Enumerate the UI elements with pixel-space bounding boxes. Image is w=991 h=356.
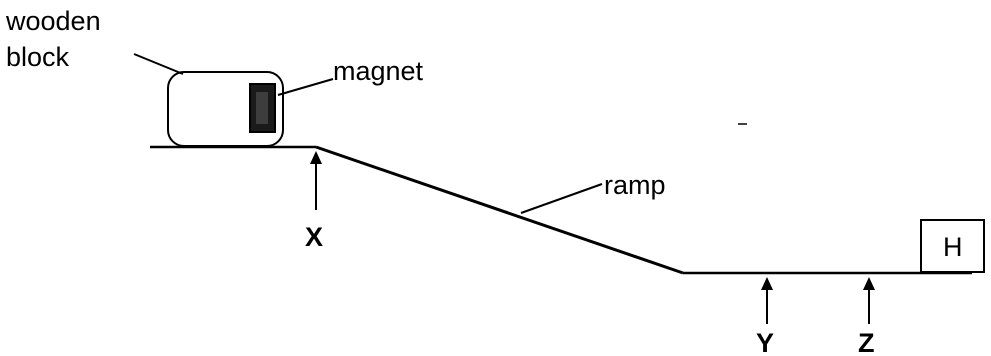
z-arrow-head bbox=[863, 277, 875, 290]
object-h-label: H bbox=[943, 232, 963, 262]
magnet-leader-line bbox=[277, 78, 334, 96]
x-arrow-head bbox=[310, 151, 322, 164]
point-x-label: X bbox=[305, 222, 323, 252]
object-h-box bbox=[920, 219, 985, 273]
wooden-block-label-line1: wooden bbox=[5, 6, 101, 36]
wooden-block-label-line2: block bbox=[6, 42, 70, 72]
magnet-label: magnet bbox=[333, 56, 424, 86]
ramp-leader-line bbox=[520, 183, 603, 214]
wooden-block-leader-line bbox=[133, 53, 184, 75]
point-y-label: Y bbox=[756, 328, 774, 356]
magnet-texture bbox=[256, 92, 268, 124]
point-z-label: Z bbox=[858, 328, 875, 356]
y-arrow-head bbox=[761, 277, 773, 290]
ramp-label: ramp bbox=[604, 170, 666, 200]
ramp bbox=[315, 145, 684, 275]
